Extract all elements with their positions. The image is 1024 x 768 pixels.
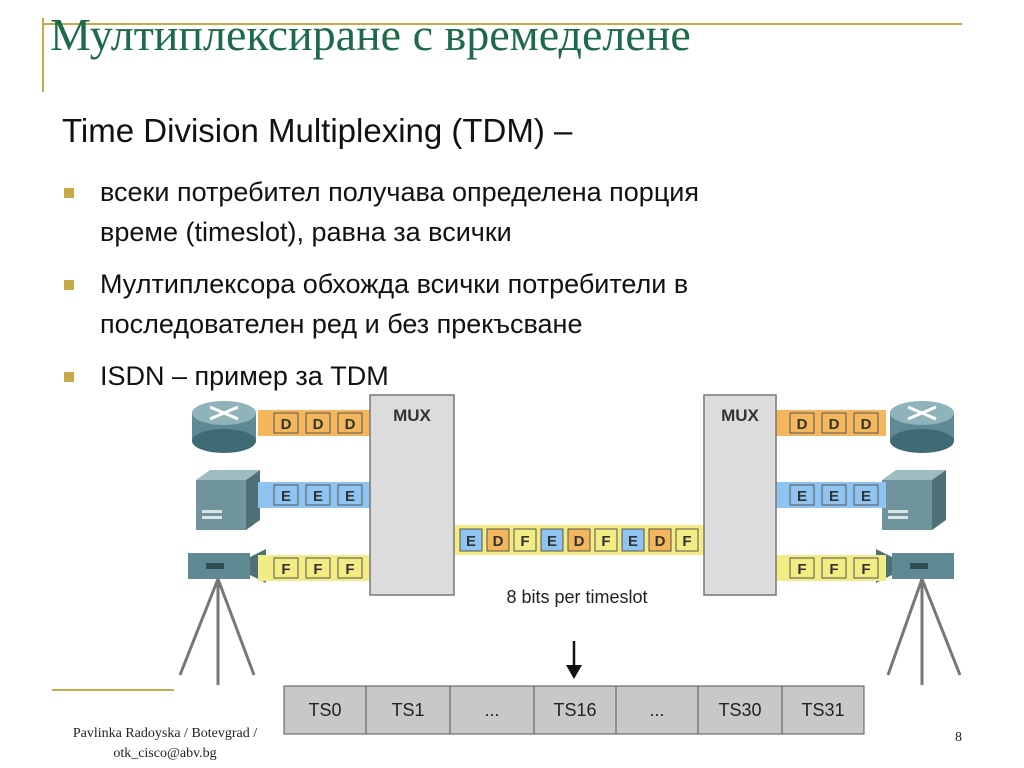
router-icon xyxy=(890,401,954,453)
bit-label: F xyxy=(313,561,322,578)
frame-line-vertical xyxy=(42,18,44,92)
video-camera-icon xyxy=(876,549,962,685)
bit-label: D xyxy=(797,416,808,433)
trunk-bit-label: F xyxy=(682,533,691,550)
trunk-bit-label: D xyxy=(655,533,666,550)
trunk-bit-label: E xyxy=(547,533,557,550)
channel-strip-f xyxy=(776,555,886,581)
channel-strip-e xyxy=(258,482,370,508)
timeslot-label: TS1 xyxy=(391,700,424,720)
bit-label: D xyxy=(345,416,356,433)
bullet-list: всеки потребител получава определена пор… xyxy=(60,172,920,408)
footer-email: otk_cisco@abv.bg xyxy=(113,746,217,761)
mux-label: MUX xyxy=(721,406,759,425)
bits-row-d: D D D xyxy=(789,412,879,434)
bits-row-e: E E E xyxy=(789,484,879,506)
bit-label: D xyxy=(281,416,292,433)
bit-label: D xyxy=(313,416,324,433)
timeslot-label: ... xyxy=(484,700,499,720)
mux-label: MUX xyxy=(393,406,431,425)
bullet-text: време (timeslot), равна за всички xyxy=(100,217,512,247)
channel-strip-e xyxy=(776,482,886,508)
bit-label: E xyxy=(797,488,807,505)
slide-subtitle: Time Division Multiplexing (TDM) – xyxy=(62,112,573,149)
router-icon xyxy=(192,401,256,453)
trunk-bit-label: E xyxy=(466,533,476,550)
bullet-text: последователен ред и без прекъсване xyxy=(100,309,583,339)
bullet-square-icon xyxy=(64,188,74,198)
bit-label: E xyxy=(313,488,323,505)
timeslot-label: TS31 xyxy=(801,700,844,720)
mux-left: MUX xyxy=(369,394,455,596)
trunk-caption: 8 bits per timeslot xyxy=(506,587,647,607)
bit-label: D xyxy=(861,416,872,433)
bit-label: F xyxy=(345,561,354,578)
trunk-bit-label: F xyxy=(520,533,529,550)
bit-label: F xyxy=(281,561,290,578)
server-icon xyxy=(196,470,260,530)
bit-label: E xyxy=(829,488,839,505)
bits-row-f: F F F xyxy=(789,557,879,579)
mux-right: MUX xyxy=(703,394,777,596)
bit-label: F xyxy=(829,561,838,578)
page-number: 8 xyxy=(955,730,962,745)
bits-row-d: D D D xyxy=(273,412,363,434)
trunk-bit-label: F xyxy=(601,533,610,550)
bit-label: F xyxy=(861,561,870,578)
timeslot-label: ... xyxy=(649,700,664,720)
bullet-text: всеки потребител получава определена пор… xyxy=(100,177,699,207)
frame-line-horizontal xyxy=(42,23,962,25)
tdm-diagram: D D D E E E F F F D D D E E E xyxy=(178,394,962,735)
bit-label: E xyxy=(281,488,291,505)
bullet-text: Мултиплексора обхожда всички потребители… xyxy=(100,269,689,299)
server-icon xyxy=(882,470,946,530)
slide-title: Мултиплексиране с времеделене xyxy=(50,9,691,60)
bit-label: E xyxy=(345,488,355,505)
channel-strip-f xyxy=(258,555,370,581)
timeslot-label: TS0 xyxy=(308,700,341,720)
bullet-item: Мултиплексора обхожда всички потребители… xyxy=(60,264,920,344)
channel-strip-d xyxy=(776,410,886,436)
channel-strip-d xyxy=(258,410,370,436)
bits-row-e: E E E xyxy=(273,484,363,506)
bullet-text: ISDN – пример за TDM xyxy=(100,361,389,391)
trunk-bit-label: E xyxy=(628,533,638,550)
video-camera-icon xyxy=(178,549,266,685)
trunk-bit-label: D xyxy=(574,533,585,550)
footer-divider xyxy=(52,689,174,691)
bullet-item: всеки потребител получава определена пор… xyxy=(60,172,920,252)
bullet-item: ISDN – пример за TDM xyxy=(60,356,920,396)
down-arrow-icon xyxy=(566,641,582,679)
bit-label: F xyxy=(797,561,806,578)
timeslot-label: TS16 xyxy=(553,700,596,720)
bit-label: D xyxy=(829,416,840,433)
tdm-trunk: E D F E D F E D F xyxy=(454,525,704,555)
footer-author: Pavlinka Radoyska / Botevgrad / otk_cisc… xyxy=(40,724,290,764)
bullet-square-icon xyxy=(64,372,74,382)
trunk-bit-label: D xyxy=(493,533,504,550)
timeslot-label: TS30 xyxy=(718,700,761,720)
bullet-square-icon xyxy=(64,280,74,290)
timeslot-frame: TS0 TS1 ... TS16 ... TS30 TS31 xyxy=(283,685,865,735)
bit-label: E xyxy=(861,488,871,505)
footer-line: Pavlinka Radoyska / Botevgrad / xyxy=(72,726,258,741)
bits-row-f: F F F xyxy=(273,557,363,579)
